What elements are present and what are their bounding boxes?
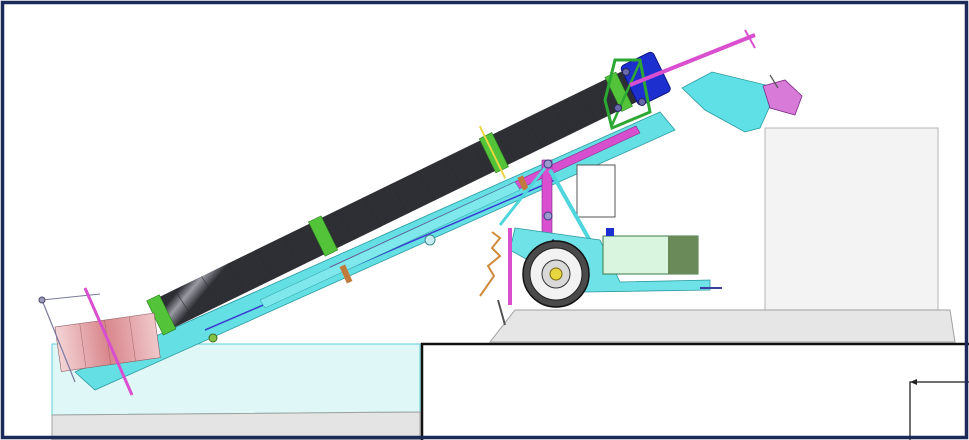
cyan-chute [681,71,779,133]
undercarriage [479,159,722,326]
magenta-leg [83,287,134,396]
tube-seam [255,249,275,280]
hopper-rib [129,316,136,362]
discharge-head [603,29,803,133]
cyan-brace-2 [498,167,547,226]
pivot-bolt-2 [424,234,436,246]
pivot-bolt-3 [543,159,553,169]
hand-crank [479,231,502,297]
tube-body [147,66,648,334]
tube-seam [443,157,463,187]
hopper-frame-left [41,299,76,383]
cyan-strut [259,181,521,309]
orange-clamp-2 [517,175,529,191]
tank-dark-end [668,236,698,274]
jack-leg [497,299,506,326]
pivot-bolt-4 [543,211,553,221]
tube-seam [497,131,517,161]
wheel-hub [549,267,563,281]
hopper-frame-top [41,293,101,301]
orange-clamp-1 [339,264,353,284]
green-frame-diag [610,61,642,126]
tube-seam [551,105,571,135]
tube-seam [336,210,356,240]
head-bolt-1 [622,68,630,76]
tube-seam [578,92,598,122]
bottom-panel [420,342,969,440]
hopper-rib [79,323,87,369]
tube-seam [363,197,382,227]
green-head-frame [603,58,652,131]
right-tall-block [764,127,939,311]
band-2 [308,215,339,257]
yellow-marker [478,125,507,179]
spout-rod [769,74,779,89]
tube-seam [174,289,194,319]
tube-seam [524,118,544,148]
white-control-box [576,164,616,218]
hopper-bolt [38,296,46,304]
magenta-top-bar [629,33,756,87]
tube-seam [201,276,221,306]
head-bolt-3 [614,104,622,112]
tube-seam [228,263,248,293]
tube-seam [416,171,436,201]
right-ground-slab [488,309,956,343]
blue-cap [606,228,614,236]
inlet-hopper [38,287,161,396]
head-bolt-2 [638,98,646,106]
tube-seam [390,184,409,214]
leader-arrow [910,379,917,385]
tube-seam [470,144,490,174]
magenta-hook [744,29,756,49]
left-ground-slab [51,411,421,440]
tube-seam [282,236,302,266]
ground-blocks [51,127,969,440]
pivot-bolt-1 [208,333,218,343]
support-beam [74,111,676,391]
pink-spout [762,79,803,116]
